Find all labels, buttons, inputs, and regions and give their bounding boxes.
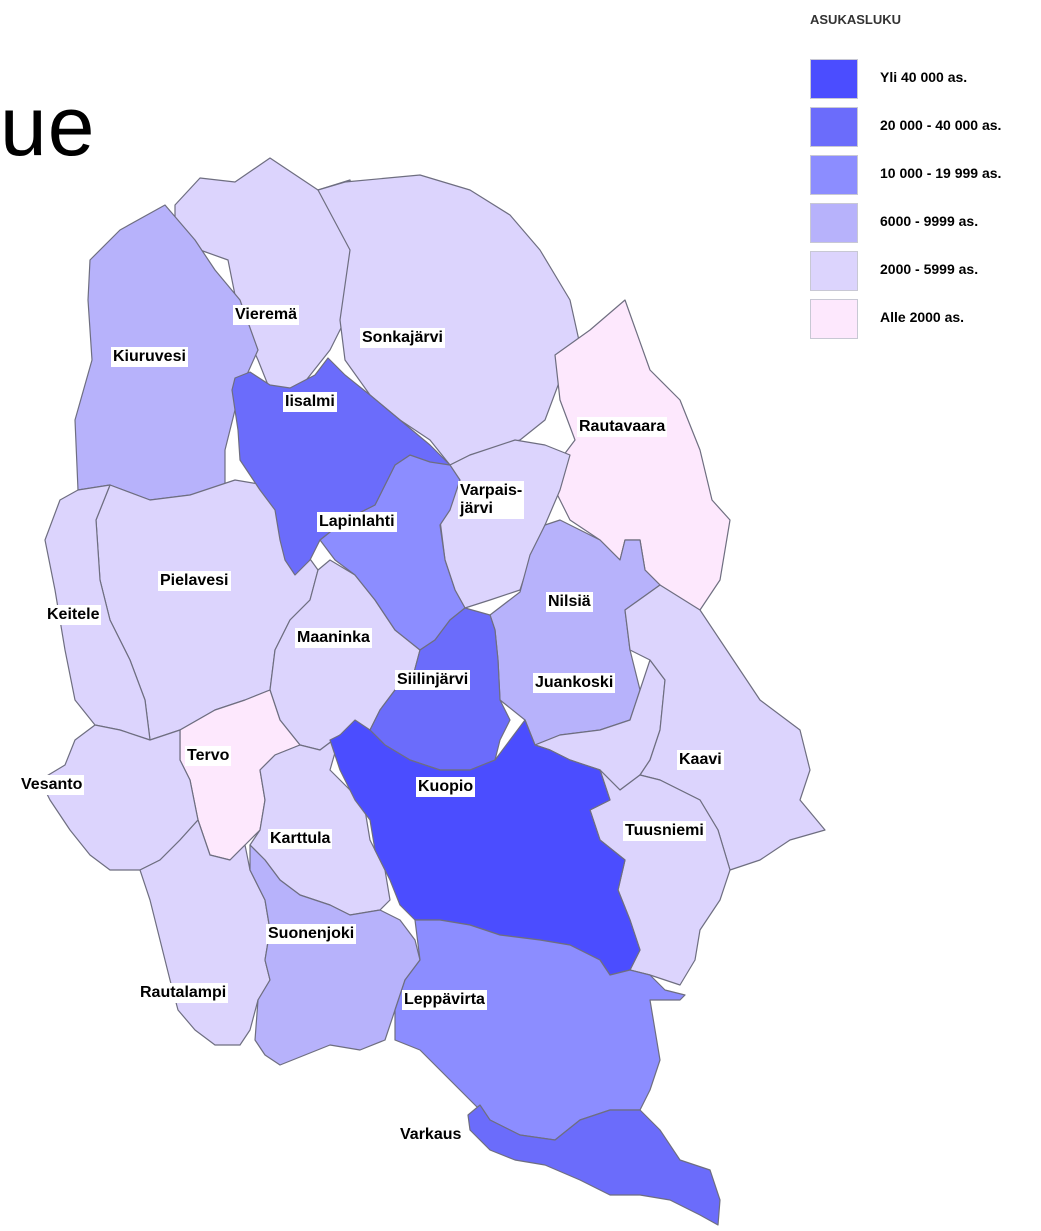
label-juankoski: Juankoski — [533, 673, 616, 693]
region-leppaevirta[interactable] — [394, 919, 686, 1141]
legend-label: Yli 40 000 as. — [880, 69, 968, 85]
region-sonkajaervi[interactable] — [317, 174, 581, 466]
label-keitele: Keitele — [45, 605, 102, 625]
label-nilsiae: Nilsiä — [546, 592, 593, 612]
region-iisalmi[interactable] — [231, 357, 451, 576]
legend-label: 20 000 - 40 000 as. — [880, 117, 1002, 133]
label-sonkajaervi: Sonkajärvi — [360, 328, 445, 348]
label-suonenjoki: Suonenjoki — [266, 924, 357, 944]
label-kaavi: Kaavi — [677, 750, 724, 770]
legend-item: 2000 - 5999 as. — [810, 251, 1040, 291]
label-pielavesi: Pielavesi — [158, 571, 231, 591]
label-siilinjaervi: Siilinjärvi — [395, 670, 471, 690]
legend-label: Alle 2000 as. — [880, 309, 965, 325]
label-rautalampi: Rautalampi — [138, 983, 229, 1003]
legend-swatch — [810, 155, 858, 195]
region-kaavi[interactable] — [624, 584, 826, 871]
label-leppaevirta: Leppävirta — [402, 990, 487, 1010]
label-karttula: Karttula — [268, 829, 333, 849]
legend-label: 10 000 - 19 999 as. — [880, 165, 1002, 181]
legend-swatch — [810, 59, 858, 99]
legend-title: ASUKASLUKU — [810, 12, 901, 27]
label-lapinlahti: Lapinlahti — [317, 512, 397, 532]
label-vesanto: Vesanto — [19, 775, 85, 795]
legend-swatch — [810, 251, 858, 291]
label-varpaisjaervi: Varpais- järvi — [458, 481, 525, 519]
region-kuopio[interactable] — [329, 719, 641, 976]
label-tervo: Tervo — [185, 746, 232, 766]
legend-swatch — [810, 203, 858, 243]
legend-swatch — [810, 299, 858, 339]
label-tuusniemi: Tuusniemi — [623, 821, 706, 841]
legend-item: Alle 2000 as. — [810, 299, 1040, 339]
legend: ASUKASLUKU Yli 40 000 as. 20 000 - 40 00… — [806, 12, 1036, 339]
label-kuopio: Kuopio — [416, 777, 476, 797]
label-iisalmi: Iisalmi — [283, 392, 337, 412]
legend-item: 20 000 - 40 000 as. — [810, 107, 1040, 147]
region-vieremae[interactable] — [174, 157, 361, 391]
legend-item: 6000 - 9999 as. — [810, 203, 1040, 243]
region-suonenjoki[interactable] — [249, 844, 421, 1066]
legend-item: Yli 40 000 as. — [810, 59, 1040, 99]
legend-label: 6000 - 9999 as. — [880, 213, 979, 229]
label-rautavaara: Rautavaara — [577, 417, 668, 437]
legend-label: 2000 - 5999 as. — [880, 261, 979, 277]
legend-swatch — [810, 107, 858, 147]
label-maaninka: Maaninka — [295, 628, 372, 648]
page-heading: ue — [0, 79, 96, 173]
label-kiuruvesi: Kiuruvesi — [111, 347, 188, 367]
label-varkaus: Varkaus — [398, 1125, 464, 1145]
legend-item: 10 000 - 19 999 as. — [810, 155, 1040, 195]
region-varkaus[interactable] — [467, 1104, 721, 1226]
label-vieremae: Vieremä — [233, 305, 299, 325]
